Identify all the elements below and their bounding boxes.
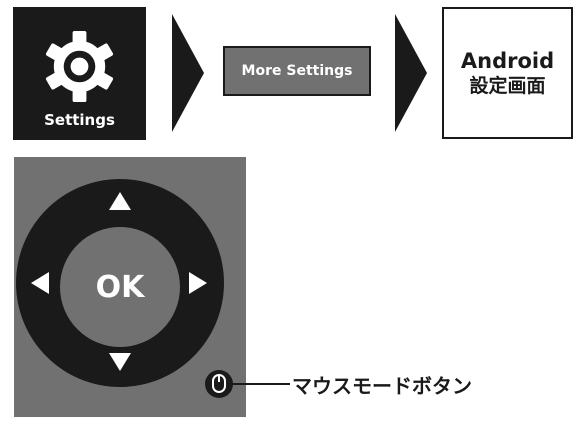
flow-arrow-icon — [172, 14, 204, 132]
flow-arrow-icon — [395, 14, 427, 132]
arrow-down-icon[interactable] — [109, 353, 131, 371]
settings-screen-title: 設定画面 — [469, 75, 546, 97]
android-title: Android — [460, 49, 555, 73]
gear-icon — [45, 30, 114, 103]
arrow-up-icon[interactable] — [109, 192, 131, 210]
ok-button[interactable] — [60, 227, 180, 347]
mouse-mode-button[interactable] — [205, 370, 233, 398]
settings-tile[interactable]: Settings — [13, 7, 146, 140]
leader-line — [232, 383, 290, 385]
mouse-mode-label: マウスモードボタン — [292, 374, 472, 398]
ok-label: OK — [95, 269, 145, 305]
remote-control: OK — [14, 157, 246, 417]
arrow-left-icon[interactable] — [31, 272, 49, 294]
arrow-right-icon[interactable] — [189, 272, 207, 294]
mouse-icon — [212, 374, 226, 393]
settings-label: Settings — [44, 111, 115, 129]
android-settings-screen: Android 設定画面 — [442, 7, 573, 139]
more-settings-button[interactable]: More Settings — [223, 46, 371, 96]
